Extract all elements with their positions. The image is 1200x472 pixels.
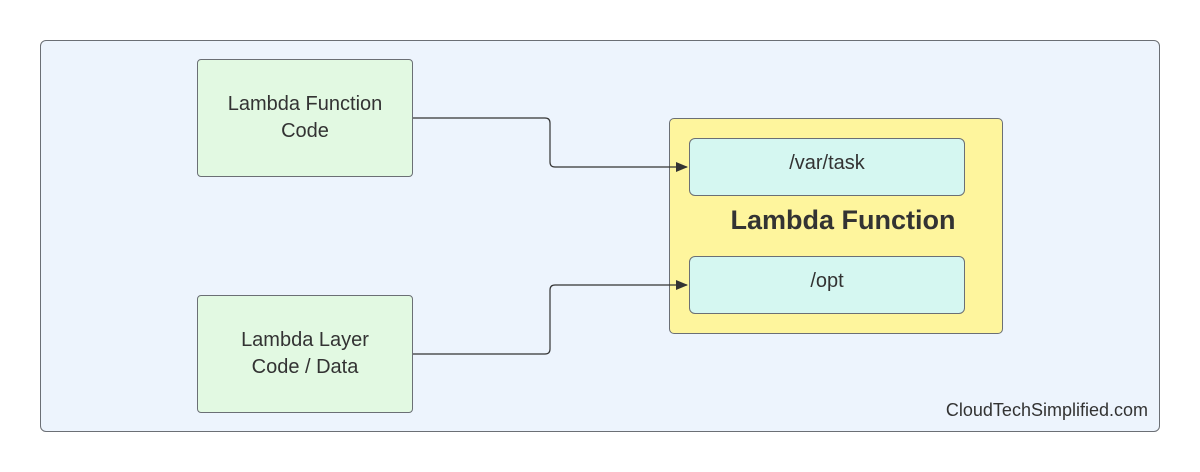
opt-directory: /opt [689, 256, 965, 314]
watermark-text: CloudTechSimplified.com [945, 400, 1148, 420]
lambda-function-code-node: Lambda Function Code [197, 59, 413, 177]
lambda-layer-code-label: Lambda Layer Code / Data [241, 329, 369, 378]
var-task-label: /var/task [789, 152, 865, 174]
var-task-directory: /var/task [689, 138, 965, 196]
lambda-function-container: /var/task Lambda Function /opt [669, 118, 1003, 334]
lambda-function-title: Lambda Function [730, 205, 956, 235]
lambda-layer-code-node: Lambda Layer Code / Data [197, 295, 413, 413]
opt-label: /opt [810, 270, 844, 292]
lambda-function-code-label: Lambda Function Code [227, 93, 383, 142]
